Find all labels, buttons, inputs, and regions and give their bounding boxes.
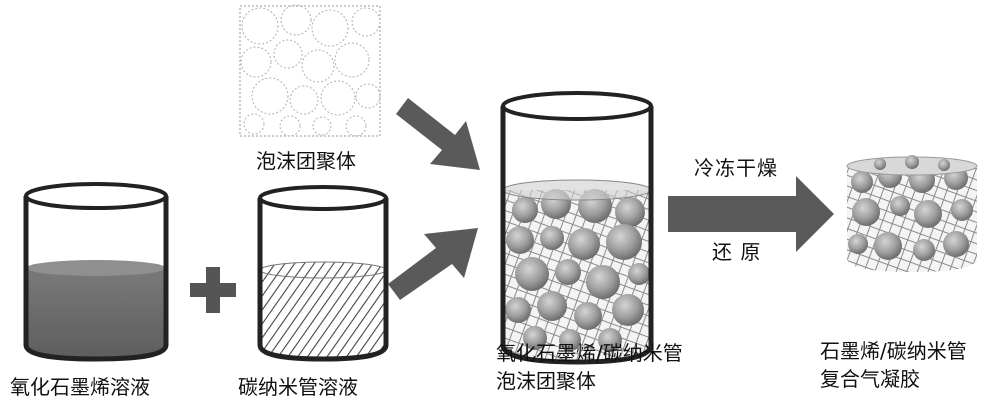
- process-step-freeze-dry: 冷冻干燥: [694, 156, 778, 180]
- arrow-foam-to-mix: [396, 98, 480, 170]
- plus-icon: [190, 267, 236, 313]
- go-cnt-foam-beaker: [500, 91, 654, 365]
- cnt-solution-label: 碳纳米管溶液: [238, 375, 358, 399]
- arrow-cnt-to-mix: [388, 228, 478, 300]
- cnt-solution-beaker: [257, 185, 389, 362]
- process-step-reduction: 还 原: [712, 240, 762, 264]
- aerogel-label-line1: 石墨烯/碳纳米管: [820, 339, 967, 363]
- aerogel-label-line2: 复合气凝胶: [820, 367, 920, 391]
- process-arrow: [668, 176, 834, 252]
- aerogel-cylinder: [846, 155, 978, 272]
- go-solution-label: 氧化石墨烯溶液: [10, 375, 150, 399]
- go-cnt-foam-label-line2: 泡沫团聚体: [496, 369, 596, 393]
- foam-aggregate-label: 泡沫团聚体: [256, 149, 356, 173]
- foam-aggregate-illustration: [239, 4, 381, 137]
- go-solution-beaker: [23, 182, 169, 362]
- go-cnt-foam-label-line1: 氧化石墨烯/碳纳米管: [496, 341, 683, 365]
